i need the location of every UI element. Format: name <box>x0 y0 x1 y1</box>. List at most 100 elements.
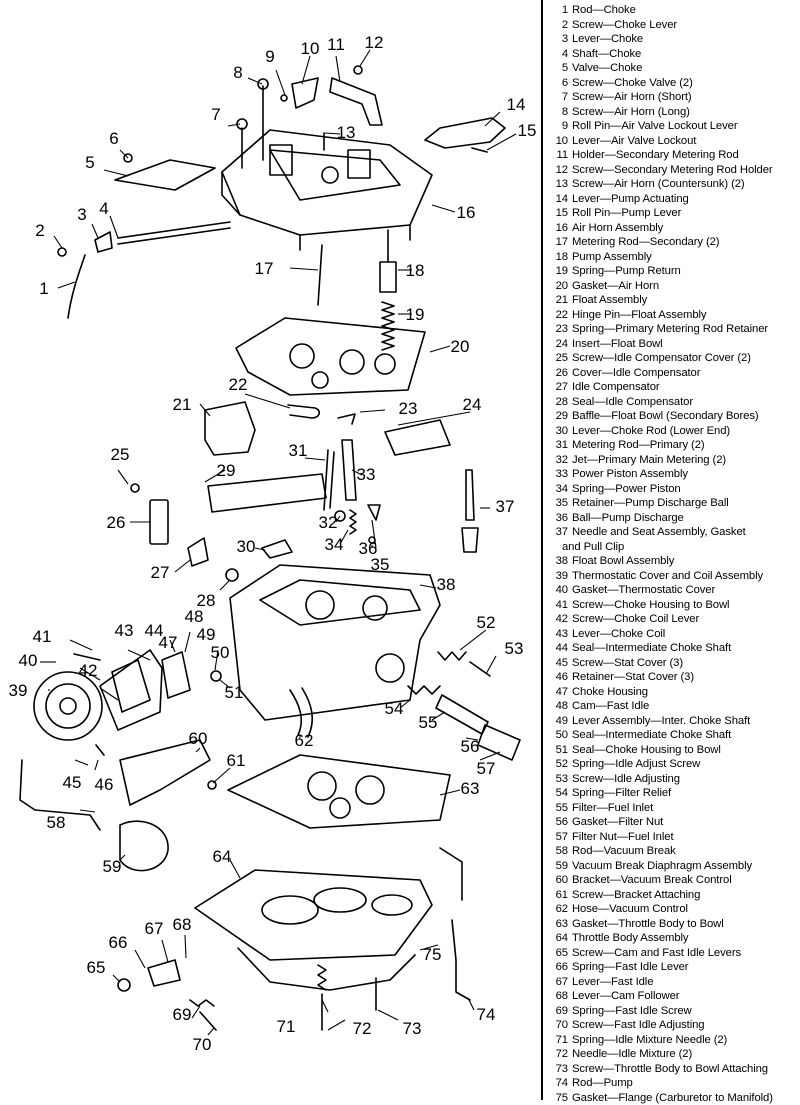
callout-1: 1 <box>39 279 48 298</box>
callout-72: 72 <box>353 1019 372 1038</box>
callout-22: 22 <box>229 375 248 394</box>
fast-idle-lever-screw <box>118 979 130 991</box>
legend-item-label: Retainer—Pump Discharge Ball <box>572 497 729 509</box>
legend-item-label: Seal—Choke Housing to Bowl <box>572 744 721 756</box>
legend-item-label: Filter—Fuel Inlet <box>572 802 653 814</box>
callout-21: 21 <box>173 395 192 414</box>
legend-item-label: Rod—Vacuum Break <box>572 845 676 857</box>
callout-75: 75 <box>423 945 442 964</box>
legend-item-label: Roll Pin—Pump Lever <box>572 207 681 219</box>
legend-item-label: Screw—Idle Compensator Cover (2) <box>572 352 751 364</box>
air-valve-lockout-lever <box>292 78 318 108</box>
callout-68: 68 <box>173 915 192 934</box>
legend-item-label: Spring—Filter Relief <box>572 787 671 799</box>
callout-60: 60 <box>189 729 208 748</box>
float-bowl-assembly <box>230 565 440 720</box>
idle-compensator <box>188 538 208 566</box>
legend-item-label: Idle Compensator <box>572 381 660 393</box>
legend-item-label: Screw—Stat Cover (3) <box>572 657 683 669</box>
callout-74: 74 <box>477 1005 496 1024</box>
legend-item-number: 64 <box>552 931 568 946</box>
legend-item-number: 24 <box>552 337 568 352</box>
callout-41: 41 <box>33 627 52 646</box>
callout-73: 73 <box>403 1019 422 1038</box>
legend-item-label: Thermostatic Cover and Coil Assembly <box>572 570 763 582</box>
idle-adjust-spring <box>438 652 466 660</box>
callout-7: 7 <box>211 105 220 124</box>
callout-5: 5 <box>85 153 94 172</box>
air-valve-lockout-roll-pin <box>281 95 287 101</box>
legend-item-label: Spring—Idle Mixture Needle (2) <box>572 1034 727 1046</box>
legend-item-label: Rod—Choke <box>572 4 636 16</box>
pump-lever-roll-pin <box>472 148 487 152</box>
vacuum-break-bracket <box>120 740 210 805</box>
callout-26: 26 <box>107 513 126 532</box>
legend-item-label: Screw—Idle Adjusting <box>572 773 680 785</box>
legend-item-label: Spring—Idle Adjust Screw <box>572 758 700 770</box>
metering-rod-retainer-spring <box>338 414 355 424</box>
legend-item-number: 11 <box>552 148 568 163</box>
primary-metering-rod <box>324 450 334 510</box>
legend-item-number: 43 <box>552 627 568 642</box>
legend-item-number: 3 <box>552 32 568 47</box>
idle-mixture-spring <box>318 965 326 990</box>
legend-item-label: Screw—Choke Lever <box>572 19 677 31</box>
legend-item-label: Ball—Pump Discharge <box>572 512 684 524</box>
legend-item-label: Seal—Idle Compensator <box>572 396 693 408</box>
stat-cover-retainer <box>96 745 104 755</box>
callout-57: 57 <box>477 759 496 778</box>
legend-item-number: 47 <box>552 685 568 700</box>
legend-item-label: Screw—Air Horn (Long) <box>572 106 690 118</box>
legend-item-number: 34 <box>552 482 568 497</box>
callout-64: 64 <box>213 847 232 866</box>
legend-item-number: 12 <box>552 163 568 178</box>
legend-item-number: 20 <box>552 279 568 294</box>
legend-item-number: 54 <box>552 786 568 801</box>
legend-item-label: Gasket—Filter Nut <box>572 816 663 828</box>
callout-48: 48 <box>185 607 204 626</box>
choke-rod <box>68 255 85 318</box>
callout-58: 58 <box>47 813 66 832</box>
callout-10: 10 <box>301 39 320 58</box>
legend-item-number: 52 <box>552 757 568 772</box>
legend-item-number: 44 <box>552 641 568 656</box>
legend-item-label: and Pull Clip <box>562 541 624 553</box>
legend-item-label: Spring—Primary Metering Rod Retainer <box>572 323 768 335</box>
legend-item-label: Spring—Fast Idle Lever <box>572 961 688 973</box>
legend-item-label: Hinge Pin—Float Assembly <box>572 309 706 321</box>
pump-actuating-lever <box>425 118 505 148</box>
fast-idle-lever <box>148 960 180 986</box>
callout-32: 32 <box>319 513 338 532</box>
callout-24: 24 <box>463 395 482 414</box>
callout-34: 34 <box>325 535 344 554</box>
legend-item-number: 26 <box>552 366 568 381</box>
callout-46: 46 <box>95 775 114 794</box>
callout-12: 12 <box>365 33 384 52</box>
